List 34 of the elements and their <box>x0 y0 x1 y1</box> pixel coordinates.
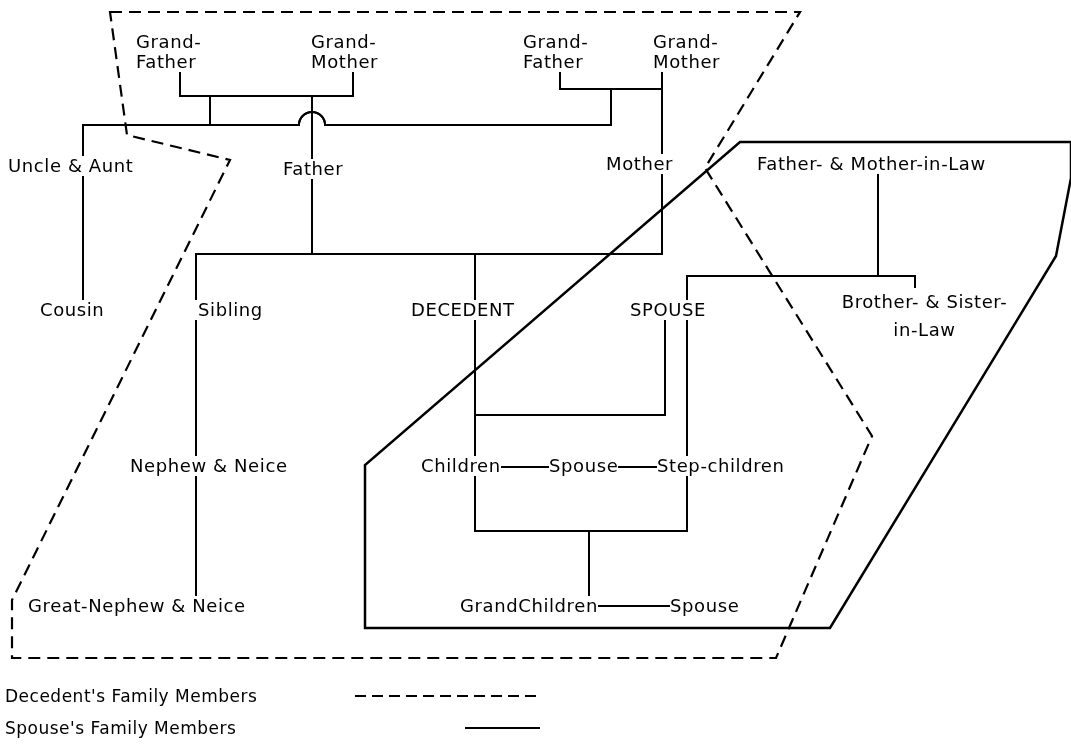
family-line <box>661 71 663 155</box>
family-member-label: Father <box>283 159 344 179</box>
spouse-label: SPOUSE <box>630 300 707 320</box>
family-member-label: Spouse <box>549 456 619 476</box>
decedent-label: DECEDENT <box>411 300 515 320</box>
family-line <box>474 319 666 457</box>
family-member-label: Children <box>421 456 501 476</box>
family-member-label: Cousin <box>40 300 105 320</box>
family-line <box>195 475 197 597</box>
family-member-label: Grand- Father <box>523 32 603 72</box>
family-member-label: Grand- Mother <box>311 32 393 72</box>
family-line <box>82 175 84 301</box>
family-member-label: Grand- Father <box>136 32 216 72</box>
legend-text: Decedent's Family Members <box>5 686 258 706</box>
family-line <box>617 466 658 468</box>
family-line <box>500 466 550 468</box>
family-member-label: GrandChildren <box>460 596 598 616</box>
legend-text: Spouse's Family Members <box>5 718 237 738</box>
family-member-label: Great-Nephew & Neice <box>28 596 246 616</box>
family-line <box>195 319 197 457</box>
family-line <box>588 475 688 597</box>
family-member-label: Brother- & Sister-in-Law <box>832 288 1017 344</box>
family-member-label: Mother <box>606 154 674 174</box>
family-member-label: Step-children <box>657 456 785 476</box>
family-member-label: Uncle & Aunt <box>8 156 134 176</box>
family-member-label: Sibling <box>198 300 263 320</box>
family-line <box>597 605 671 607</box>
family-member-label: Spouse <box>670 596 740 616</box>
family-line <box>474 173 663 301</box>
family-member-label: Father- & Mother-in-Law <box>757 154 986 174</box>
family-line <box>686 319 688 457</box>
family-member-label: Grand- Mother <box>653 32 735 72</box>
family-member-label: Nephew & Neice <box>130 456 288 476</box>
family-line <box>877 173 916 289</box>
